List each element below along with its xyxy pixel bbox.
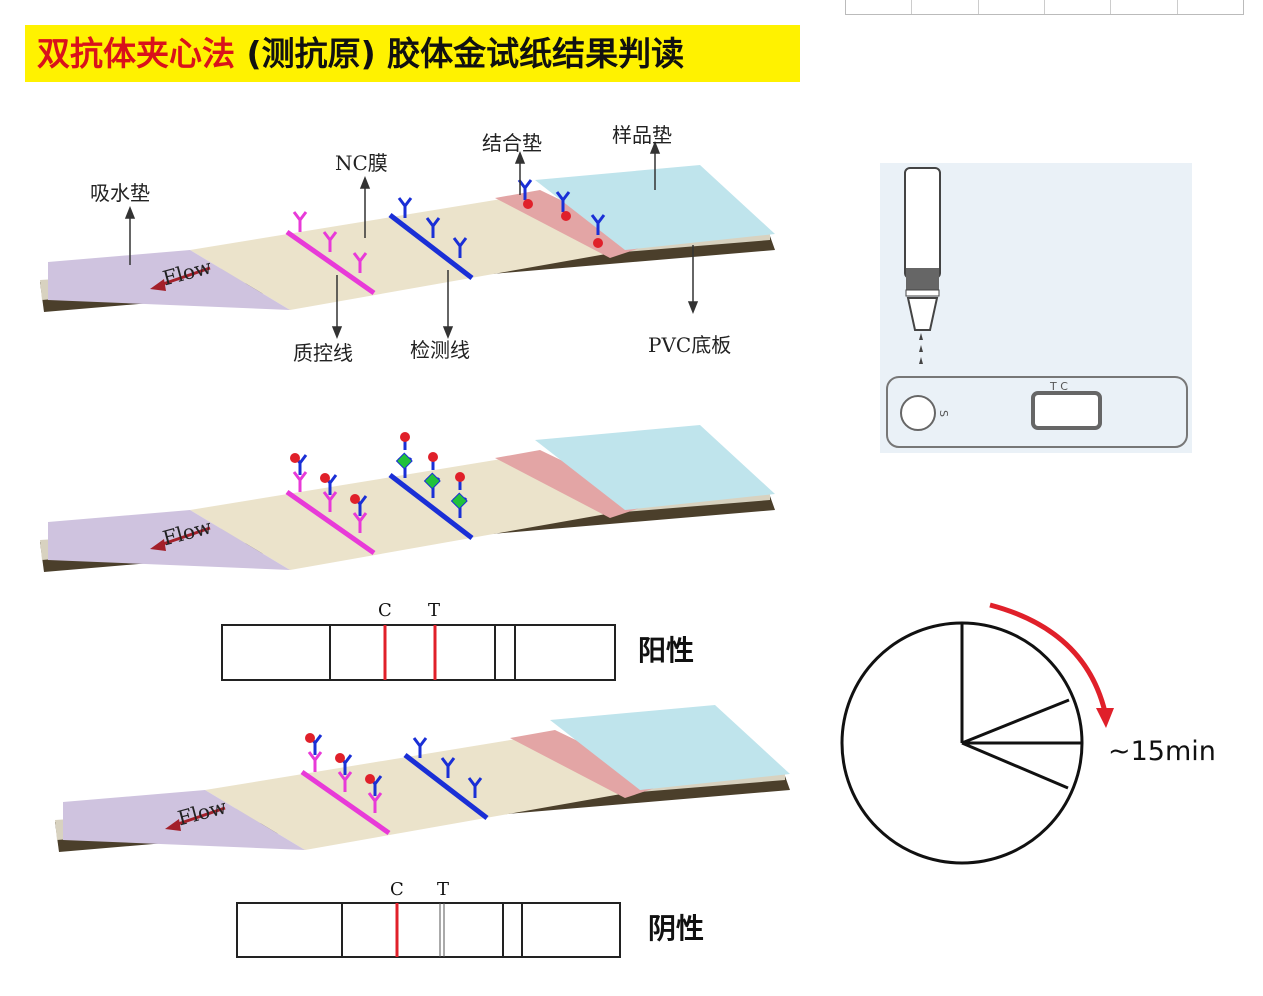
positive-label: 阳性 [638,634,694,667]
result-window [1031,391,1102,430]
sample-well [900,395,936,431]
clockwise-arrow-icon [989,602,1108,713]
strip-positive: Flow [38,423,777,574]
control-line-antibodies [285,210,376,296]
label-sample-pad: 样品垫 [612,123,672,147]
negative-label: 阴性 [648,912,704,945]
title-highlight: 双抗体夹心法 [37,34,235,73]
window-mark: T C [1049,380,1068,393]
dropper-icon [904,167,941,279]
label-pvc-backing: PVC底板 [648,333,731,357]
t-label: T [428,600,440,621]
page-title: 双抗体夹心法 (测抗原) 胶体金试纸结果判读 [25,25,800,82]
sample-mark: S [937,410,950,417]
strip-negative: Flow [53,703,792,854]
test-device-illustration: S T C [880,163,1192,453]
timer-clock-icon: ~15min [840,602,1216,865]
test-line-antibodies [388,196,474,280]
label-nc-membrane: NC膜 [335,151,388,175]
result-strip-positive: C T 阳性 [221,600,694,681]
label-absorbent-pad: 吸水垫 [90,181,150,205]
t-label: T [437,879,449,900]
label-conjugate-pad: 结合垫 [482,131,542,155]
title-rest: (测抗原) 胶体金试纸结果判读 [235,34,685,73]
partial-toolbar [845,0,1244,15]
strip-structure: Flow 吸水垫 NC膜 结合垫 样品垫 质控线 检测线 [38,123,777,365]
timer-label: ~15min [1108,736,1216,767]
c-label: C [390,879,404,900]
label-test-line: 检测线 [410,338,470,362]
label-control-line: 质控线 [293,341,353,365]
gold-labeled-antibodies [517,178,606,248]
result-strip-negative: C T 阴性 [236,879,704,958]
c-label: C [378,600,392,621]
